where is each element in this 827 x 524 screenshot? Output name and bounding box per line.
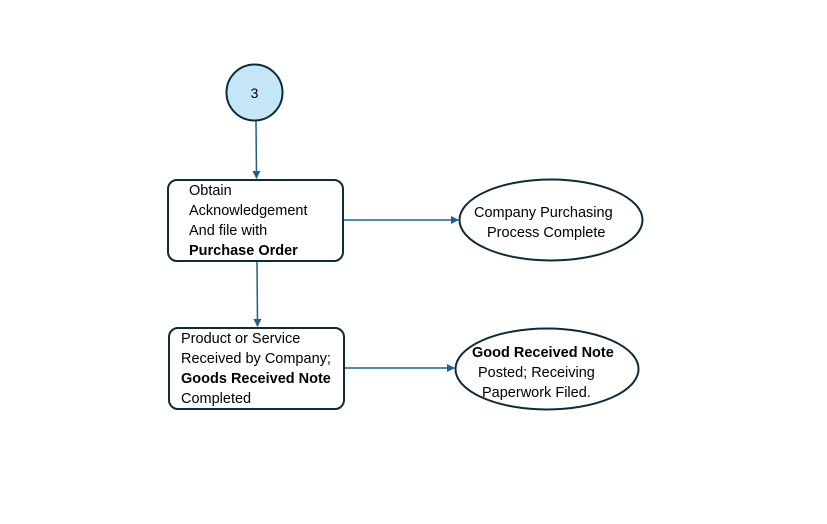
connector-circle[interactable] [225, 63, 284, 122]
received-line-1: Product or Service [181, 331, 301, 347]
grn-posted-text: Good Received Note Posted; Receiving Pap… [472, 343, 614, 403]
grn-posted-line-1: Posted; Receiving [478, 365, 595, 381]
acknowledge-box[interactable] [167, 179, 344, 262]
grn-posted-ellipse[interactable] [454, 327, 640, 411]
received-last-line: Completed [181, 391, 252, 407]
connector-label: 3 [250, 84, 259, 101]
received-line-2: Received by Company; [181, 351, 331, 367]
grn-posted-bold-line: Good Received Note [472, 345, 614, 361]
purchasing-complete-ellipse[interactable] [458, 178, 644, 262]
purchasing-complete-line-2: Process Complete [487, 225, 606, 241]
acknowledge-bold-line: Purchase Order [189, 243, 298, 259]
purchasing-complete-text: Company Purchasing Process Complete [474, 203, 613, 243]
arrow-connector-to-acknowledge [252, 120, 261, 179]
purchasing-complete-line-1: Company Purchasing [474, 205, 613, 221]
acknowledge-text: Obtain Acknowledgement And file with Pur… [189, 181, 308, 261]
acknowledge-line-1: Obtain [189, 183, 232, 199]
received-bold-line: Goods Received Note [181, 371, 331, 387]
acknowledge-line-2: Acknowledgement [189, 203, 308, 219]
arrow-acknowledge-to-received [253, 260, 262, 327]
grn-posted-line-2: Paperwork Filed. [482, 385, 591, 401]
received-text: Product or Service Received by Company; … [181, 329, 331, 409]
received-box[interactable] [168, 327, 345, 410]
acknowledge-line-3: And file with [189, 223, 268, 239]
